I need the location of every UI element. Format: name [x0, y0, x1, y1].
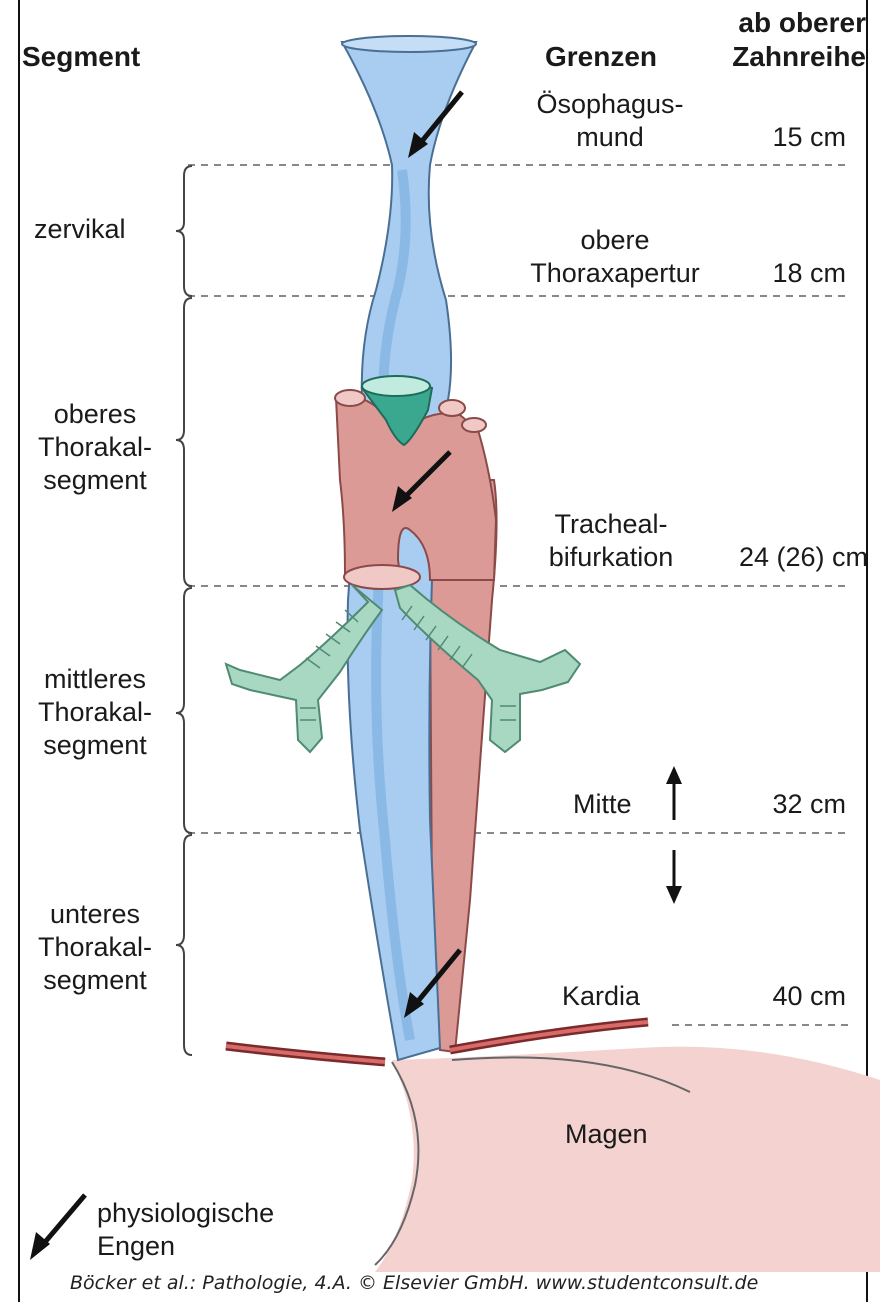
diaphragm-left-inner: [226, 1046, 385, 1062]
segment-oberes-line2: Thorakal-: [20, 431, 170, 464]
header-distance-line2: Zahnreihe: [700, 40, 866, 73]
boundary-bifurkation-distance: 24 (26) cm: [690, 541, 868, 574]
header-distance-line1: ab oberer: [700, 6, 866, 39]
boundary-kardia: Kardia: [562, 980, 640, 1013]
brace-unteres: [176, 835, 192, 1055]
segment-mittleres-line2: Thorakal-: [20, 696, 170, 729]
segment-mittleres-line1: mittleres: [20, 663, 170, 696]
boundary-mund-line2: mund: [500, 121, 720, 154]
legend-line1: physiologische: [97, 1197, 274, 1230]
brace-mittleres: [176, 588, 192, 833]
brace-oberes: [176, 298, 192, 586]
boundary-bifurkation-line2: bifurkation: [506, 541, 716, 574]
boundary-apertur-line1: obere: [500, 224, 730, 257]
segment-zervikal: zervikal: [34, 213, 126, 246]
boundary-bifurkation-line1: Tracheal-: [506, 508, 716, 541]
boundary-lines: [188, 165, 848, 1025]
arch-branch-left: [335, 390, 365, 406]
segment-oberes-line3: segment: [20, 464, 170, 497]
boundary-mitte-distance: 32 cm: [700, 788, 846, 821]
header-grenzen: Grenzen: [545, 40, 657, 73]
arch-branch-right1: [439, 400, 465, 416]
segment-unteres-line3: segment: [20, 964, 170, 997]
arch-branch-right2: [462, 418, 486, 432]
segment-braces: [176, 166, 192, 1055]
legend-line2: Engen: [97, 1230, 175, 1263]
segment-unteres-line2: Thorakal-: [20, 931, 170, 964]
boundary-kardia-distance: 40 cm: [700, 980, 846, 1013]
trachea-top-opening: [362, 376, 430, 396]
segment-unteres-line1: unteres: [20, 898, 170, 931]
stomach-shape: [375, 1047, 880, 1272]
label-magen: Magen: [565, 1118, 648, 1151]
boundary-mitte: Mitte: [573, 788, 632, 821]
esophagus-top-opening: [342, 36, 476, 52]
source-caption: Böcker et al.: Pathologie, 4.A. © Elsevi…: [70, 1272, 758, 1294]
segment-oberes-line1: oberes: [20, 398, 170, 431]
segment-mittleres-line3: segment: [20, 729, 170, 762]
boundary-apertur-distance: 18 cm: [700, 257, 846, 290]
header-segment: Segment: [22, 40, 140, 73]
brace-zervikal: [176, 166, 192, 296]
boundary-apertur-line2: Thoraxapertur: [500, 257, 730, 290]
boundary-mund-line1: Ösophagus-: [500, 88, 720, 121]
legend-arrow-icon: [30, 1195, 85, 1260]
arrow-down-icon: [666, 850, 682, 904]
mitte-arrows: [666, 766, 682, 904]
boundary-mund-distance: 15 cm: [700, 121, 846, 154]
arrow-up-icon: [666, 766, 682, 820]
